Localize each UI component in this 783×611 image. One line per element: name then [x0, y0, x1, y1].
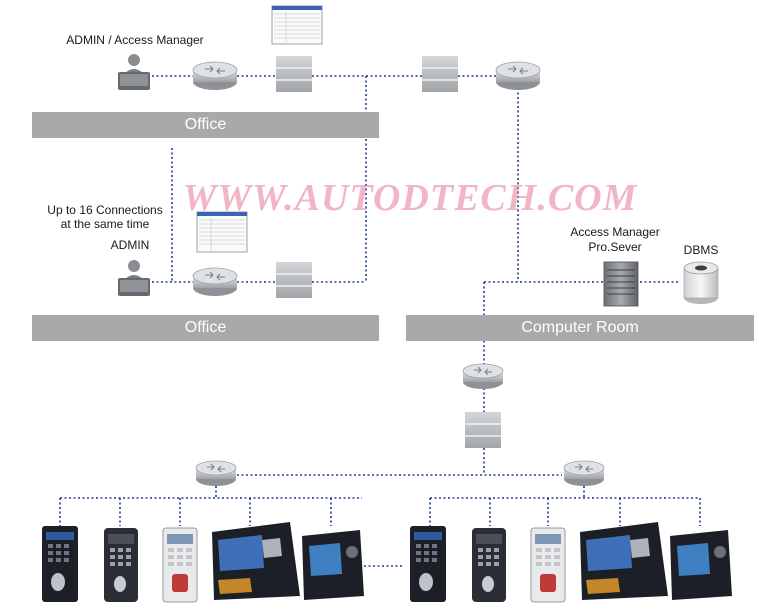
watermark: WWW.AUTODTECH.COM: [182, 177, 638, 219]
label-admin-access-manager: ADMIN / Access Manager: [66, 33, 204, 47]
label-connections-line1: Up to 16 Connections: [47, 203, 163, 217]
screenshot-top: [271, 5, 323, 45]
zone-office-top: Office: [32, 112, 379, 138]
database-icon: [683, 261, 719, 304]
keypad-terminal-icon: [162, 527, 198, 603]
switch-icon: [422, 56, 458, 92]
switch-icon: [276, 262, 312, 298]
router-icon: [495, 61, 541, 90]
fingerprint-terminal-icon: [42, 526, 78, 602]
label-access-manager-line1: Access Manager: [570, 225, 660, 239]
server-icon: [603, 261, 639, 307]
router-icon: [192, 267, 238, 296]
fingerprint-terminal-icon: [410, 526, 446, 602]
switch-icon: [276, 56, 312, 92]
zone-computer-room: Computer Room: [406, 315, 754, 341]
face-terminal-icon: [302, 530, 364, 600]
label-dbms: DBMS: [683, 243, 719, 257]
screenshot-bottom: [196, 211, 248, 253]
label-connections-line2: at the same time: [60, 217, 150, 231]
fingerprint-terminal-icon: [472, 528, 506, 602]
router-icon: [195, 460, 237, 486]
label-access-manager-line2: Pro.Sever: [588, 240, 642, 254]
fingerprint-terminal-icon: [104, 528, 138, 602]
face-terminal-icon: [580, 522, 668, 600]
admin-bottom-icon: [118, 260, 150, 296]
connection-lines: [59, 75, 701, 567]
router-icon: [563, 460, 605, 486]
label-admin: ADMIN: [110, 238, 150, 252]
admin-top-icon: [118, 54, 150, 90]
zone-office-bottom: Office: [32, 315, 379, 341]
switch-icon: [465, 412, 501, 448]
face-terminal-icon: [670, 530, 732, 600]
face-terminal-icon: [212, 522, 300, 600]
router-icon: [462, 363, 504, 389]
router-icon: [192, 61, 238, 90]
keypad-terminal-icon: [530, 527, 566, 603]
